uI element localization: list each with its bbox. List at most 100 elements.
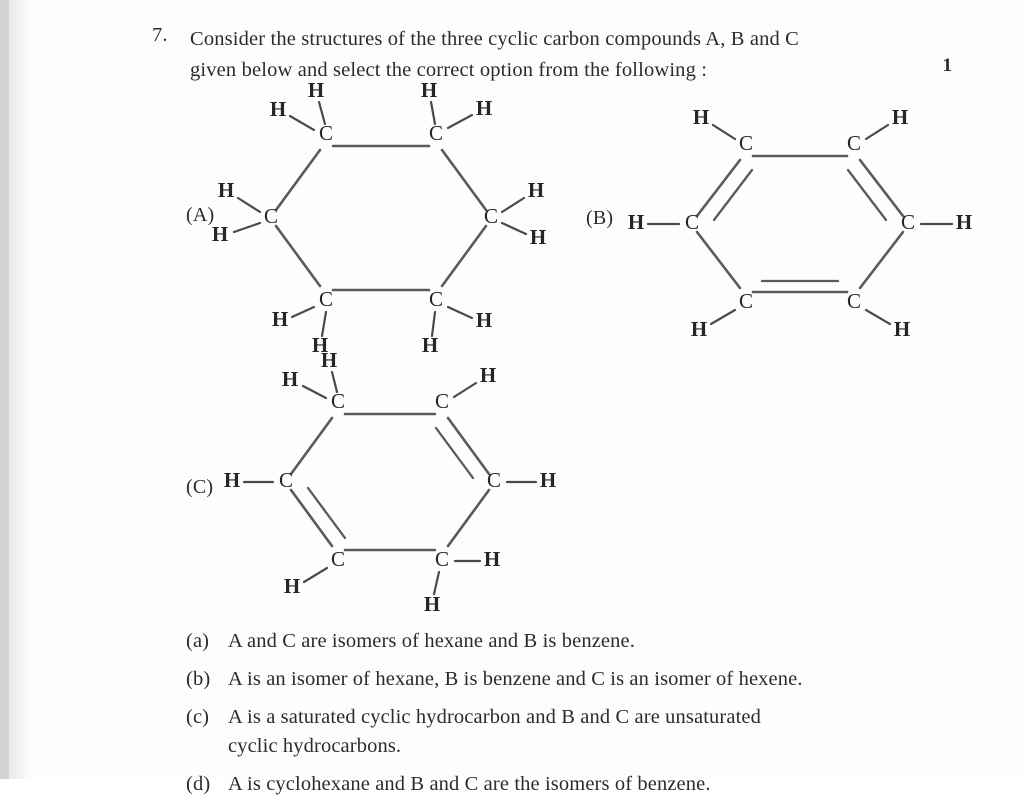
structure-a: (A) C H H C H — [186, 78, 546, 357]
hydrogen-label: H — [528, 178, 544, 202]
atom-label-c: C — [901, 210, 915, 234]
hydrogen-label: H — [308, 78, 324, 102]
hydrogen-label: H — [212, 222, 228, 246]
hydrogen-label: H — [693, 105, 709, 129]
hydrogen-label: H — [282, 367, 298, 391]
marks-value: 1 — [942, 55, 953, 76]
structure-a-diagram: C H H C H H C H H — [212, 78, 546, 357]
document-page: 7. Consider the structures of the three … — [0, 0, 986, 795]
option-b-text: A is an isomer of hexane, B is benzene a… — [228, 665, 966, 694]
carbon-a-right: C H H — [484, 178, 546, 249]
hydrogen-label: H — [270, 97, 286, 121]
hydrogen-label: H — [272, 307, 288, 331]
hydrogen-label: H — [691, 317, 707, 341]
option-a-key: (a) — [186, 630, 210, 652]
carbon-a-top-right: C H H — [421, 78, 492, 145]
carbon-c-bottom-left: C H — [284, 547, 345, 598]
page-left-gutter — [0, 0, 9, 779]
double-bond-inner-lines-c — [306, 426, 475, 540]
hydrogen-label: H — [476, 96, 492, 120]
question-stem-line-2: given below and select the correct optio… — [190, 59, 708, 81]
hydrogen-label: H — [422, 333, 438, 357]
hydrogen-label: H — [218, 178, 234, 202]
hydrogen-label: H — [628, 210, 644, 234]
page-gutter-shadow — [9, 0, 31, 779]
carbon-b-left: C H — [628, 210, 699, 234]
carbon-b-top-left: C H — [693, 105, 753, 155]
option-c-line-1: A is a saturated cyclic hydrocarbon and … — [228, 706, 761, 728]
question-block: 7. Consider the structures of the three … — [152, 24, 952, 86]
atom-label-c: C — [279, 468, 293, 492]
hydrogen-label: H — [956, 210, 972, 234]
option-a-text: A and C are isomers of hexane and B is b… — [228, 627, 966, 656]
atom-label-c: C — [429, 121, 443, 145]
hydrogen-label: H — [424, 592, 440, 616]
structure-c-diagram: C H H C H C H C H — [224, 348, 556, 616]
atom-label-c: C — [319, 287, 333, 311]
structure-b-diagram: C H C H C H C H — [628, 105, 972, 341]
carbon-a-top-left: C H H — [270, 78, 333, 145]
question-stem: Consider the structures of the three cyc… — [190, 24, 952, 86]
hydrogen-label: H — [540, 468, 556, 492]
atom-label-c: C — [264, 204, 278, 228]
answer-options: (a) A and C are isomers of hexane and B … — [186, 627, 966, 808]
atom-label-c: C — [487, 468, 501, 492]
option-c-line-2: cyclic hydrocarbons. — [228, 735, 402, 757]
carbon-c-bottom-right: C H H — [424, 547, 500, 616]
option-b[interactable]: (b) A is an isomer of hexane, B is benze… — [186, 665, 966, 694]
ring-bonds-c — [289, 412, 491, 552]
ring-bonds-b — [695, 154, 905, 294]
structure-b: (B) C H — [586, 105, 986, 347]
structure-c: (C) C H H — [186, 348, 556, 616]
double-bond-inner-lines-b — [712, 168, 888, 283]
atom-label-c: C — [484, 204, 498, 228]
carbon-a-bottom-right: C H H — [422, 287, 492, 357]
carbon-c-top-right: C H — [435, 363, 496, 413]
atom-label-c: C — [847, 131, 861, 155]
option-a[interactable]: (a) A and C are isomers of hexane and B … — [186, 627, 966, 656]
option-a-line-1: A and C are isomers of hexane and B is b… — [228, 630, 635, 652]
atom-label-c: C — [435, 547, 449, 571]
option-c[interactable]: (c) A is a saturated cyclic hydrocarbon … — [186, 703, 966, 761]
question-stem-line-1: Consider the structures of the three cyc… — [190, 28, 799, 50]
option-d-line-1: A is cyclohexane and B and C are the iso… — [228, 773, 711, 795]
carbon-c-left: C H — [224, 468, 293, 492]
carbon-b-top-right: C H — [847, 105, 908, 155]
hydrogen-label: H — [480, 363, 496, 387]
structure-c-tag: (C) — [186, 476, 214, 498]
atom-label-c: C — [739, 289, 753, 313]
option-d-text: A is cyclohexane and B and C are the iso… — [228, 770, 966, 799]
atom-label-c: C — [739, 131, 753, 155]
hydrogen-label: H — [224, 468, 240, 492]
atom-label-c: C — [331, 547, 345, 571]
carbon-a-left: C H H — [212, 178, 278, 246]
hydrogen-label: H — [312, 333, 328, 357]
hydrogen-label: H — [321, 348, 337, 372]
atom-label-c: C — [685, 210, 699, 234]
atom-label-c: C — [331, 389, 345, 413]
hydrogen-label: H — [476, 308, 492, 332]
option-b-key: (b) — [186, 668, 211, 690]
hydrogen-label: H — [894, 317, 910, 341]
carbon-a-bottom-left: C H H — [272, 287, 333, 357]
hydrogen-label: H — [530, 225, 546, 249]
option-b-line-1: A is an isomer of hexane, B is benzene a… — [228, 668, 803, 690]
structure-b-tag: (B) — [586, 207, 614, 229]
option-d-key: (d) — [186, 773, 211, 795]
atom-label-c: C — [319, 121, 333, 145]
atom-label-c: C — [847, 289, 861, 313]
carbon-c-top-left: C H H — [282, 348, 345, 413]
atom-label-c: C — [429, 287, 443, 311]
option-c-key: (c) — [186, 706, 210, 728]
ring-bonds-a — [274, 144, 488, 292]
hydrogen-label: H — [892, 105, 908, 129]
hydrogen-label: H — [484, 547, 500, 571]
carbon-c-right: C H — [487, 468, 556, 492]
question-number: 7. — [152, 24, 168, 46]
option-d[interactable]: (d) A is cyclohexane and B and C are the… — [186, 770, 966, 799]
carbon-b-bottom-left: C H — [691, 289, 753, 341]
hydrogen-label: H — [421, 78, 437, 102]
option-c-text: A is a saturated cyclic hydrocarbon and … — [228, 703, 966, 761]
carbon-b-right: C H — [901, 210, 972, 234]
hydrogen-label: H — [284, 574, 300, 598]
